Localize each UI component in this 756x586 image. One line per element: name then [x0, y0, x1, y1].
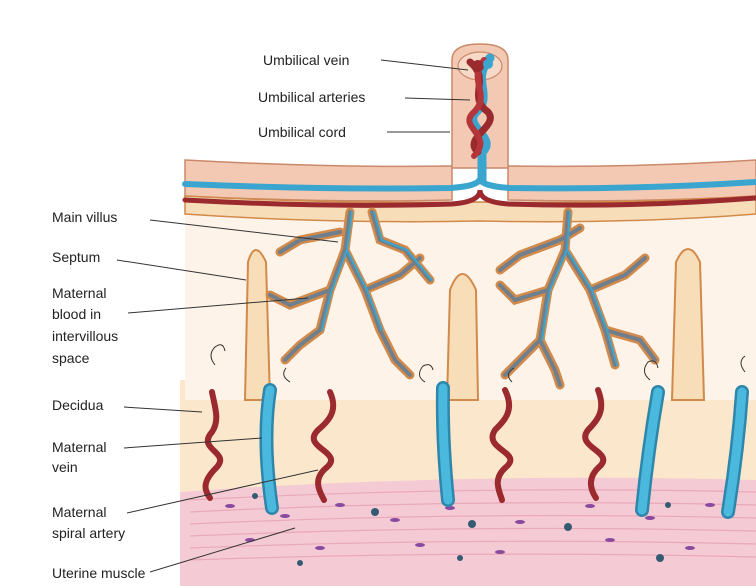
label-maternal-blood-1: Maternal: [52, 285, 106, 301]
label-spiral-artery-1: Maternal: [52, 504, 106, 520]
label-umbilical-vein: Umbilical vein: [263, 52, 349, 68]
label-septum: Septum: [52, 249, 100, 265]
label-uterine-muscle: Uterine muscle: [52, 565, 146, 581]
label-maternal-blood-3: intervillous: [52, 328, 118, 344]
label-maternal-vein-2: vein: [52, 459, 78, 475]
label-maternal-blood-4: space: [52, 350, 90, 366]
label-umbilical-arteries: Umbilical arteries: [258, 89, 365, 105]
label-decidua: Decidua: [52, 397, 104, 413]
label-maternal-vein-1: Maternal: [52, 439, 106, 455]
umbilical-cord: [452, 44, 508, 180]
label-spiral-artery-2: spiral artery: [52, 525, 125, 541]
chorionic-plate: [185, 160, 756, 222]
label-umbilical-cord: Umbilical cord: [258, 124, 346, 140]
label-maternal-blood-2: blood in: [52, 306, 101, 322]
label-main-villus: Main villus: [52, 209, 117, 225]
